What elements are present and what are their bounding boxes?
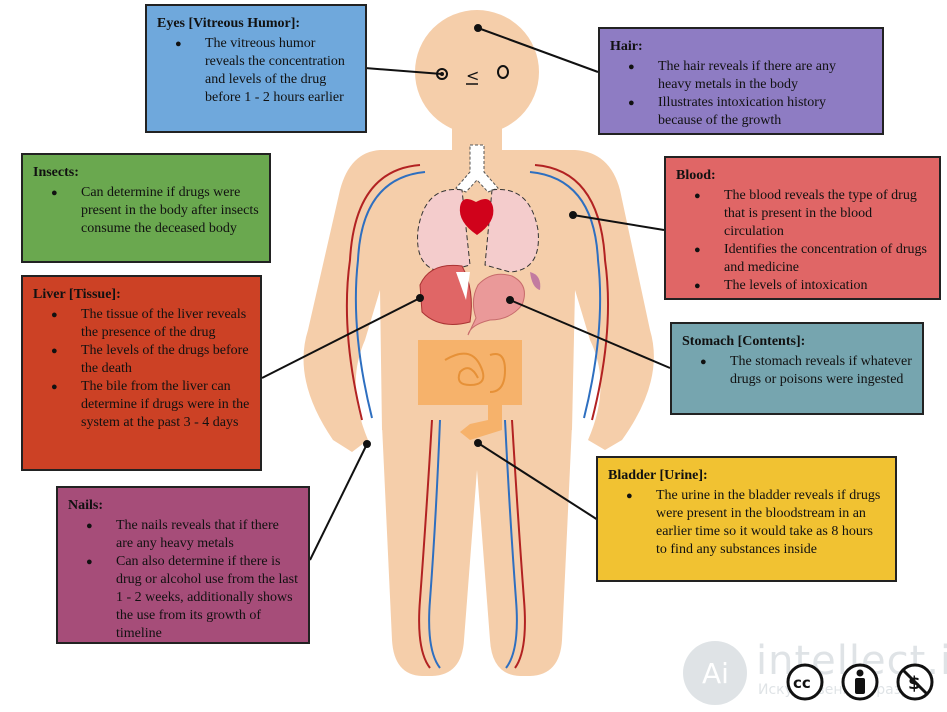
vein [504,419,518,669]
intestines [418,340,522,440]
nails-marker [363,440,371,448]
list-item: The blood reveals the type of drug that … [676,187,929,241]
hair-title: Hair: [610,39,643,54]
legs [382,425,572,676]
bladder-marker [474,439,482,447]
nose-mouth: < [466,66,479,85]
watermark-logo-icon: Ai [683,641,747,705]
list-item: The bile from the liver can determine if… [33,378,250,432]
liver-list: The tissue of the liver reveals the pres… [33,306,250,432]
hair-leader [477,27,599,73]
gallbladder-highlight [456,272,470,300]
blood-vessels [345,164,610,669]
liver-marker [416,294,424,302]
list-item: Identifies the concentration of drugs an… [676,241,929,277]
eyes-title: Eyes [Vitreous Humor]: [157,16,301,31]
list-item: The nails reveals that if there are any … [68,517,298,553]
blood-leader [572,214,665,231]
list-item: Illustrates intoxication history because… [610,94,872,130]
stomach-marker [506,296,514,304]
hair-marker [474,24,482,32]
cc-icon: cc [786,663,824,701]
bladder-leader [477,442,599,521]
eyes-leader [364,67,443,75]
artery [345,164,421,421]
list-item: The stomach reveals if whatever drugs or… [682,353,912,389]
stomach-title: Stomach [Contents]: [682,334,806,349]
artery [418,419,433,669]
spleen [530,272,541,290]
liver-title: Liver [Tissue]: [33,287,121,302]
eyes-box: Eyes [Vitreous Humor]: The vitreous humo… [145,4,367,133]
hair-list: The hair reveals if there are any heavy … [610,58,872,130]
attribution-icon [841,663,879,701]
list-item: The vitreous humor reveals the concentra… [157,35,355,107]
svg-text:cc: cc [793,674,811,692]
list-item: The levels of intoxication [676,277,929,295]
organs [417,144,541,440]
trachea [455,144,499,193]
leader-lines [261,24,671,561]
stomach [467,273,525,336]
bladder-list: The urine in the bladder reveals if drug… [608,487,885,559]
liver [419,264,472,325]
artery [511,419,526,669]
list-item: The hair reveals if there are any heavy … [610,58,872,94]
nails-list: The nails reveals that if there are any … [68,517,298,643]
list-item: The levels of the drugs before the death [33,342,250,378]
right-lung [484,189,539,273]
list-item: The urine in the bladder reveals if drug… [608,487,885,559]
blood-box: Blood: The blood reveals the type of dru… [664,156,941,300]
left-lung [417,189,471,273]
svg-text:Ai: Ai [702,657,729,690]
list-item: Can also determine if there is drug or a… [68,553,298,643]
nails-box: Nails: The nails reveals that if there a… [56,486,310,644]
nails-title: Nails: [68,498,103,513]
stomach-list: The stomach reveals if whatever drugs or… [682,353,912,389]
bladder-title: Bladder [Urine]: [608,468,708,483]
list-item: The tissue of the liver reveals the pres… [33,306,250,342]
license-badges: cc $ [786,663,934,701]
eyes-list: The vitreous humor reveals the concentra… [157,35,355,107]
noncommercial-icon: $ [896,663,934,701]
small-intestine-coils [444,352,507,393]
heart [459,198,494,235]
blood-marker [569,211,577,219]
vein [428,419,441,669]
stomach-leader [509,299,671,369]
stomach-box: Stomach [Contents]: The stomach reveals … [670,322,924,415]
insects-box: Insects: Can determine if drugs were pre… [21,153,271,263]
right-eye [497,65,509,79]
hair-box: Hair: The hair reveals if there are any … [598,27,884,135]
list-item: Can determine if drugs were present in t… [33,184,259,238]
insects-title: Insects: [33,165,79,180]
bladder-box: Bladder [Urine]: The urine in the bladde… [596,456,897,582]
liver-box: Liver [Tissue]: The tissue of the liver … [21,275,262,471]
nails-leader [309,443,368,561]
insects-list: Can determine if drugs were present in t… [33,184,259,238]
blood-title: Blood: [676,168,716,183]
vein [354,171,426,419]
artery [534,164,610,421]
blood-list: The blood reveals the type of drug that … [676,187,929,295]
head [415,10,539,134]
liver-leader [261,297,421,379]
vein [529,171,602,419]
